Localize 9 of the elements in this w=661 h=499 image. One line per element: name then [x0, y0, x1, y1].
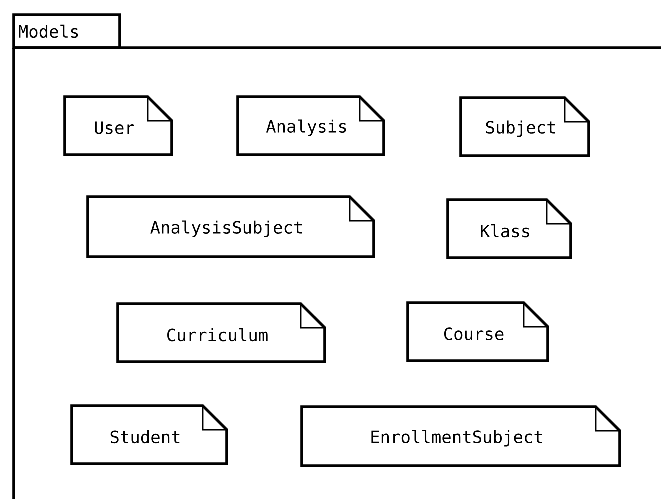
note-box: Curriculum	[116, 302, 326, 364]
note-box: Subject	[460, 96, 590, 158]
note-box: Klass	[446, 198, 572, 260]
note-box: User	[64, 96, 174, 156]
note-box: Student	[70, 404, 228, 466]
note-box: Analysis	[236, 96, 386, 156]
note-box: EnrollmentSubject	[300, 406, 622, 468]
note-box: Course	[406, 302, 550, 362]
note-box: AnalysisSubject	[86, 196, 376, 258]
